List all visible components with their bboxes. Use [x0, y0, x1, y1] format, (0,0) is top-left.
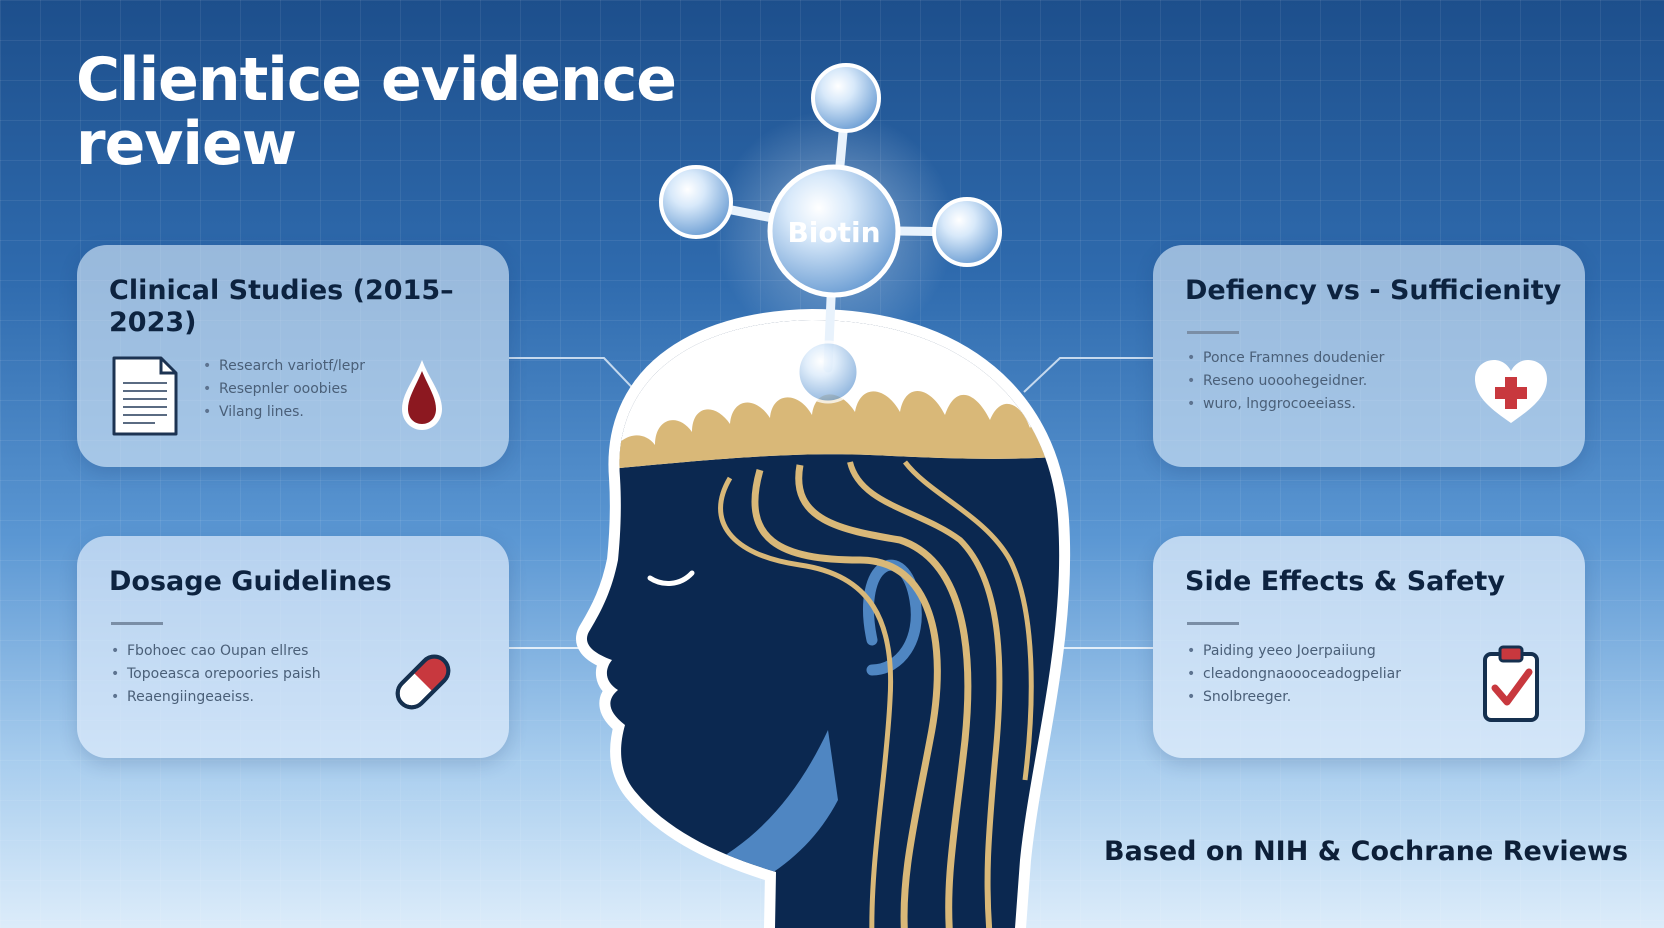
list-item: Topoeasca orepoories paish — [111, 663, 321, 686]
molecule-atom-right — [932, 197, 1002, 267]
source-footer: Based on NIH & Cochrane Reviews — [1104, 836, 1629, 867]
card-dosage-list: Fbohoec cao Oupan ellres Topoeasca orepo… — [111, 640, 321, 709]
pill-capsule-icon — [395, 654, 451, 710]
list-item: Reaengiingeaeiss. — [111, 686, 321, 709]
molecule-label: Biotin — [787, 216, 880, 249]
molecule-center-atom — [767, 164, 901, 298]
card-side-divider — [1187, 622, 1239, 625]
list-item: Fbohoec cao Oupan ellres — [111, 640, 321, 663]
connector-clinical — [509, 357, 645, 401]
card-dosage-divider — [111, 622, 163, 625]
card-deficiency-divider — [1187, 331, 1239, 334]
page-title: Clientice evidence review — [76, 45, 677, 179]
card-clinical-title: Clinical Studies (2015–2023) — [109, 275, 454, 338]
card-clinical-studies: Clinical Studies (2015–2023) Research va… — [77, 245, 509, 467]
list-item: cleadongnaoooceadogpeliar — [1187, 663, 1401, 686]
list-item: Ponce Framnes doudenier — [1187, 347, 1384, 370]
heart-plus-icon — [1475, 360, 1547, 423]
card-side-list: Paiding yeeo Joerpaiiung cleadongnaoooce… — [1187, 640, 1401, 709]
card-side-effects-safety: Side Effects & Safety Paiding yeeo Joerp… — [1153, 536, 1585, 758]
list-item: wuro, lnggrocoeeiass. — [1187, 393, 1384, 416]
list-item: Research variotf/lepr — [203, 355, 365, 378]
list-item: Vilang lines. — [203, 401, 365, 424]
card-side-title: Side Effects & Safety — [1185, 566, 1505, 597]
molecule-atom-bottom — [796, 340, 860, 404]
molecule-atom-left — [659, 165, 733, 239]
card-dosage-guidelines: Dosage Guidelines Fbohoec cao Oupan ellr… — [77, 536, 509, 758]
document-icon — [112, 356, 178, 436]
card-deficiency-title: Defiency vs - Sufficienity — [1185, 275, 1562, 306]
card-deficiency-sufficiency: Defiency vs - Sufficienity Ponce Framnes… — [1153, 245, 1585, 467]
molecule-atom-top — [811, 63, 881, 133]
card-deficiency-list: Ponce Framnes doudenier Reseno uooohegei… — [1187, 347, 1384, 416]
list-item: Snolbreeger. — [1187, 686, 1401, 709]
list-item: Paiding yeeo Joerpaiiung — [1187, 640, 1401, 663]
list-item: Reseno uooohegeidner. — [1187, 370, 1384, 393]
list-item: Resepnler ooobies — [203, 378, 365, 401]
clipboard-check-icon — [1483, 645, 1539, 722]
card-dosage-title: Dosage Guidelines — [109, 566, 392, 597]
blood-drop-icon — [402, 360, 442, 430]
connector-deficiency — [1023, 357, 1153, 393]
card-clinical-list: Research variotf/lepr Resepnler ooobies … — [203, 355, 365, 424]
